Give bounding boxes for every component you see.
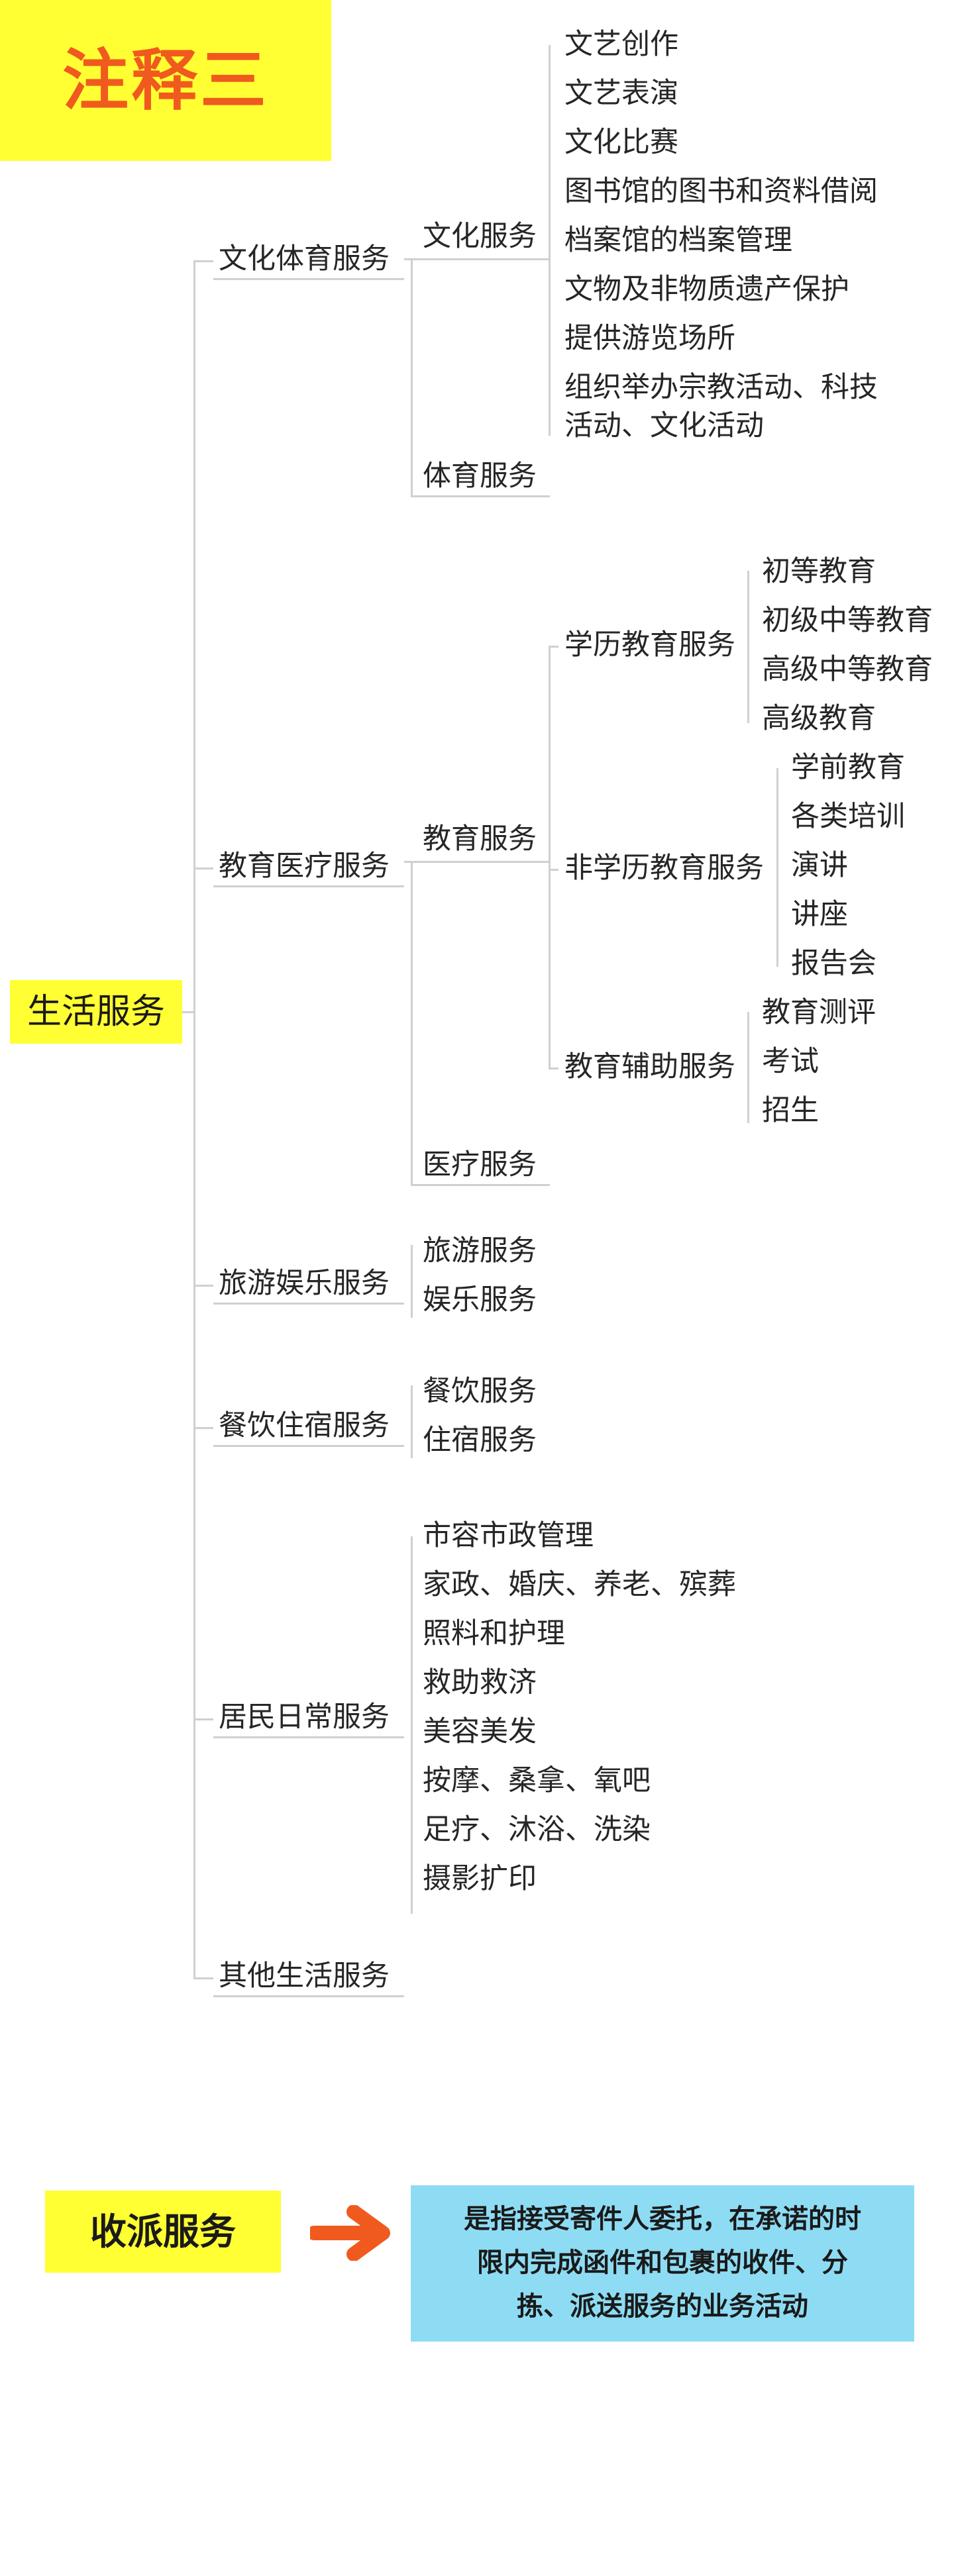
list-item: 按摩、桑拿、氧吧 [423,1764,651,1797]
list-item: 照料和护理 [423,1617,565,1650]
category-education-medical: 教育医疗服务 [219,850,390,883]
list-item: 教育测评 [762,996,876,1029]
list-item: 文物及非物质遗产保护 [564,273,849,306]
list-item: 初级中等教育 [762,604,933,637]
list-item: 住宿服务 [423,1424,537,1457]
list-item: 报告会 [791,947,876,980]
definition-line: 拣、派送服务的业务活动 [517,2291,808,2322]
list-item: 初等教育 [762,555,876,588]
list-item: 文艺创作 [564,28,678,61]
list-item: 高级中等教育 [762,653,933,686]
category-daily-services: 居民日常服务 [219,1701,390,1734]
page-title: 注释三 [62,42,269,119]
title-banner [0,0,331,161]
list-item: 救助救济 [423,1666,537,1699]
category-culture-sports: 文化体育服务 [219,242,390,275]
list-item: 文化比赛 [564,126,678,159]
list-item: 文艺表演 [564,77,678,110]
term-highlight [45,2191,281,2273]
list-item: 组织举办宗教活动、科技 [564,371,878,404]
list-item: 娱乐服务 [423,1283,537,1316]
node-education-aux: 教育辅助服务 [564,1050,735,1083]
list-item: 活动、文化活动 [564,409,764,442]
list-item: 旅游服务 [423,1234,537,1267]
node-education-services: 教育服务 [423,822,537,856]
list-item: 学前教育 [791,751,905,784]
list-item: 餐饮服务 [423,1375,537,1408]
root-node: 生活服务 [26,992,165,1032]
definition-line: 限内完成函件和包裹的收件、分 [477,2248,848,2278]
definition-box [411,2185,914,2342]
list-item: 图书馆的图书和资料借阅 [564,175,878,208]
list-item: 市容市政管理 [423,1519,594,1552]
list-item: 家政、婚庆、养老、殡葬 [423,1568,736,1601]
list-item: 演讲 [791,849,848,882]
node-sports-services: 体育服务 [423,460,537,493]
node-culture-services: 文化服务 [423,220,537,253]
category-catering-lodging: 餐饮住宿服务 [219,1409,390,1442]
list-item: 讲座 [791,898,848,931]
category-tourism-entertainment: 旅游娱乐服务 [219,1267,390,1300]
right-arrow-icon [310,2205,390,2261]
node-medical-services: 医疗服务 [423,1148,537,1181]
category-other-services: 其他生活服务 [219,1959,390,1993]
list-item: 提供游览场所 [564,322,735,355]
list-item: 考试 [762,1045,819,1078]
list-item: 足疗、沐浴、洗染 [423,1813,651,1846]
list-item: 档案馆的档案管理 [564,224,792,257]
term-label: 收派服务 [89,2210,236,2253]
definition-line: 是指接受寄件人委托，在承诺的时 [464,2204,861,2234]
node-nondegree-education: 非学历教育服务 [564,852,764,885]
definition-text: 是指接受寄件人委托，在承诺的时 限内完成函件和包裹的收件、分 拣、派送服务的业务… [431,2197,894,2328]
list-item: 美容美发 [423,1715,537,1748]
list-item: 摄影扩印 [423,1862,537,1895]
list-item: 各类培训 [791,800,905,833]
list-item: 高级教育 [762,702,876,735]
node-degree-education: 学历教育服务 [564,628,735,662]
root-node-highlight [10,980,182,1044]
list-item: 招生 [762,1094,819,1127]
